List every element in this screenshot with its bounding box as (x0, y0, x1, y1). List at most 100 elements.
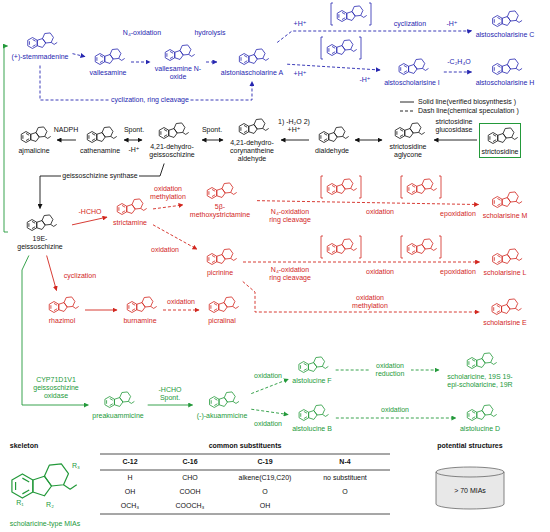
structure-drawing (201, 293, 243, 317)
side-chain (516, 258, 522, 260)
compound-name: vallesamine (90, 69, 127, 77)
bracket (401, 236, 441, 258)
reaction-arrow (40, 164, 164, 209)
structure-drawing (41, 293, 83, 317)
annotation: -H⁺ (127, 146, 140, 154)
double-bond (107, 398, 113, 405)
intermediate-structure (407, 239, 436, 255)
compound-name: alstolucine D (460, 425, 500, 433)
ring (217, 188, 225, 197)
double-bond (329, 185, 335, 192)
ring (254, 118, 265, 128)
compound-structure (127, 296, 156, 312)
ring (422, 179, 433, 189)
intermediate-structure (327, 40, 356, 56)
side-chain (512, 137, 518, 139)
reaction-label: oxidation (365, 268, 395, 276)
side-chain (343, 136, 349, 138)
reaction-label: cyclization, ring cleavage (110, 96, 190, 104)
structure-drawing (10, 211, 70, 235)
compound-node: 4,21-dehydro-corynantheine aldehyde (225, 115, 279, 166)
double-bond (97, 55, 103, 62)
reaction-arrow (251, 409, 288, 414)
ring (329, 132, 337, 141)
compound-node: strictosidine aglycone (384, 119, 432, 162)
compound-structure (159, 122, 188, 138)
structure-drawing (219, 45, 285, 69)
ring (169, 128, 177, 137)
compound-structure (105, 391, 134, 407)
annotation: epoxidation (439, 210, 477, 218)
table-cell: OH (124, 488, 137, 496)
ring (492, 303, 502, 314)
compound-name: > 70 MIAs (454, 487, 486, 495)
reaction-arrow (355, 140, 382, 141)
double-bond (321, 133, 327, 140)
ring (27, 37, 37, 48)
compound-name: alstolucine B (292, 425, 332, 433)
reaction-arrow (434, 140, 477, 141)
ring (414, 58, 425, 68)
compound-node: preakuammicine (90, 388, 145, 423)
reaction-arrow (163, 310, 199, 311)
table-cell: H (126, 474, 133, 482)
double-bond (241, 55, 247, 62)
side-chain (233, 401, 239, 403)
reaction-label: cyclization (63, 272, 97, 280)
compound-structure (117, 198, 146, 214)
ring (115, 397, 123, 406)
intermediate-structure (327, 179, 356, 195)
reaction-arrow (243, 282, 479, 313)
reaction-arrow (257, 201, 479, 205)
ring (64, 296, 75, 306)
compound-structure (492, 191, 521, 207)
reaction-label: strictosidine glucosidase (430, 118, 478, 134)
annotation: -H⁺ (358, 76, 371, 84)
compound-name: alstolucine F (292, 377, 331, 385)
double-bond (469, 359, 475, 366)
compound-name: dialdehyde (315, 147, 349, 155)
compound-name: preakuammicine (92, 412, 143, 420)
double-bond (23, 133, 29, 140)
ring (502, 197, 510, 206)
compound-node: alstoscholarisine H (474, 55, 537, 90)
ring (407, 244, 417, 255)
ring (12, 474, 33, 498)
compound-structure (209, 296, 238, 312)
side-chain (419, 132, 425, 134)
compound-structure (239, 48, 268, 64)
compound-node: alstoscholarisine C (474, 7, 537, 42)
skeleton-structure (12, 464, 77, 498)
reaction-arrow (277, 31, 471, 43)
legend-line-sample (400, 111, 414, 112)
ring (222, 182, 233, 192)
compound-name: (-)-akuammicine (197, 412, 248, 420)
annotation: R₁ (15, 499, 24, 507)
side-chain (423, 68, 429, 70)
compound-node: picrinine (199, 245, 241, 280)
compound-structure (399, 58, 428, 74)
compound-structure (395, 122, 424, 138)
compound-node: picralinal (201, 293, 243, 328)
reaction-label: oxidation (365, 208, 395, 216)
ring (410, 122, 421, 132)
compound-node: scholaricine, 19S 19-epi-scholaricine, 1… (441, 349, 519, 392)
double-bond (329, 46, 335, 53)
table-cell: no substituent (322, 474, 368, 482)
side-chain (361, 15, 367, 17)
ring (399, 63, 409, 74)
ring (207, 253, 217, 264)
ring (175, 50, 183, 59)
double-bond (29, 39, 35, 46)
double-bond (89, 133, 95, 140)
compound-name: strictamine (113, 219, 147, 227)
double-bond (409, 185, 415, 192)
table-rule (100, 470, 390, 471)
ring (249, 54, 257, 63)
side-chain (263, 58, 269, 60)
ring (342, 40, 353, 50)
ring (217, 254, 225, 263)
ring (97, 132, 105, 141)
side-chain (111, 136, 117, 138)
